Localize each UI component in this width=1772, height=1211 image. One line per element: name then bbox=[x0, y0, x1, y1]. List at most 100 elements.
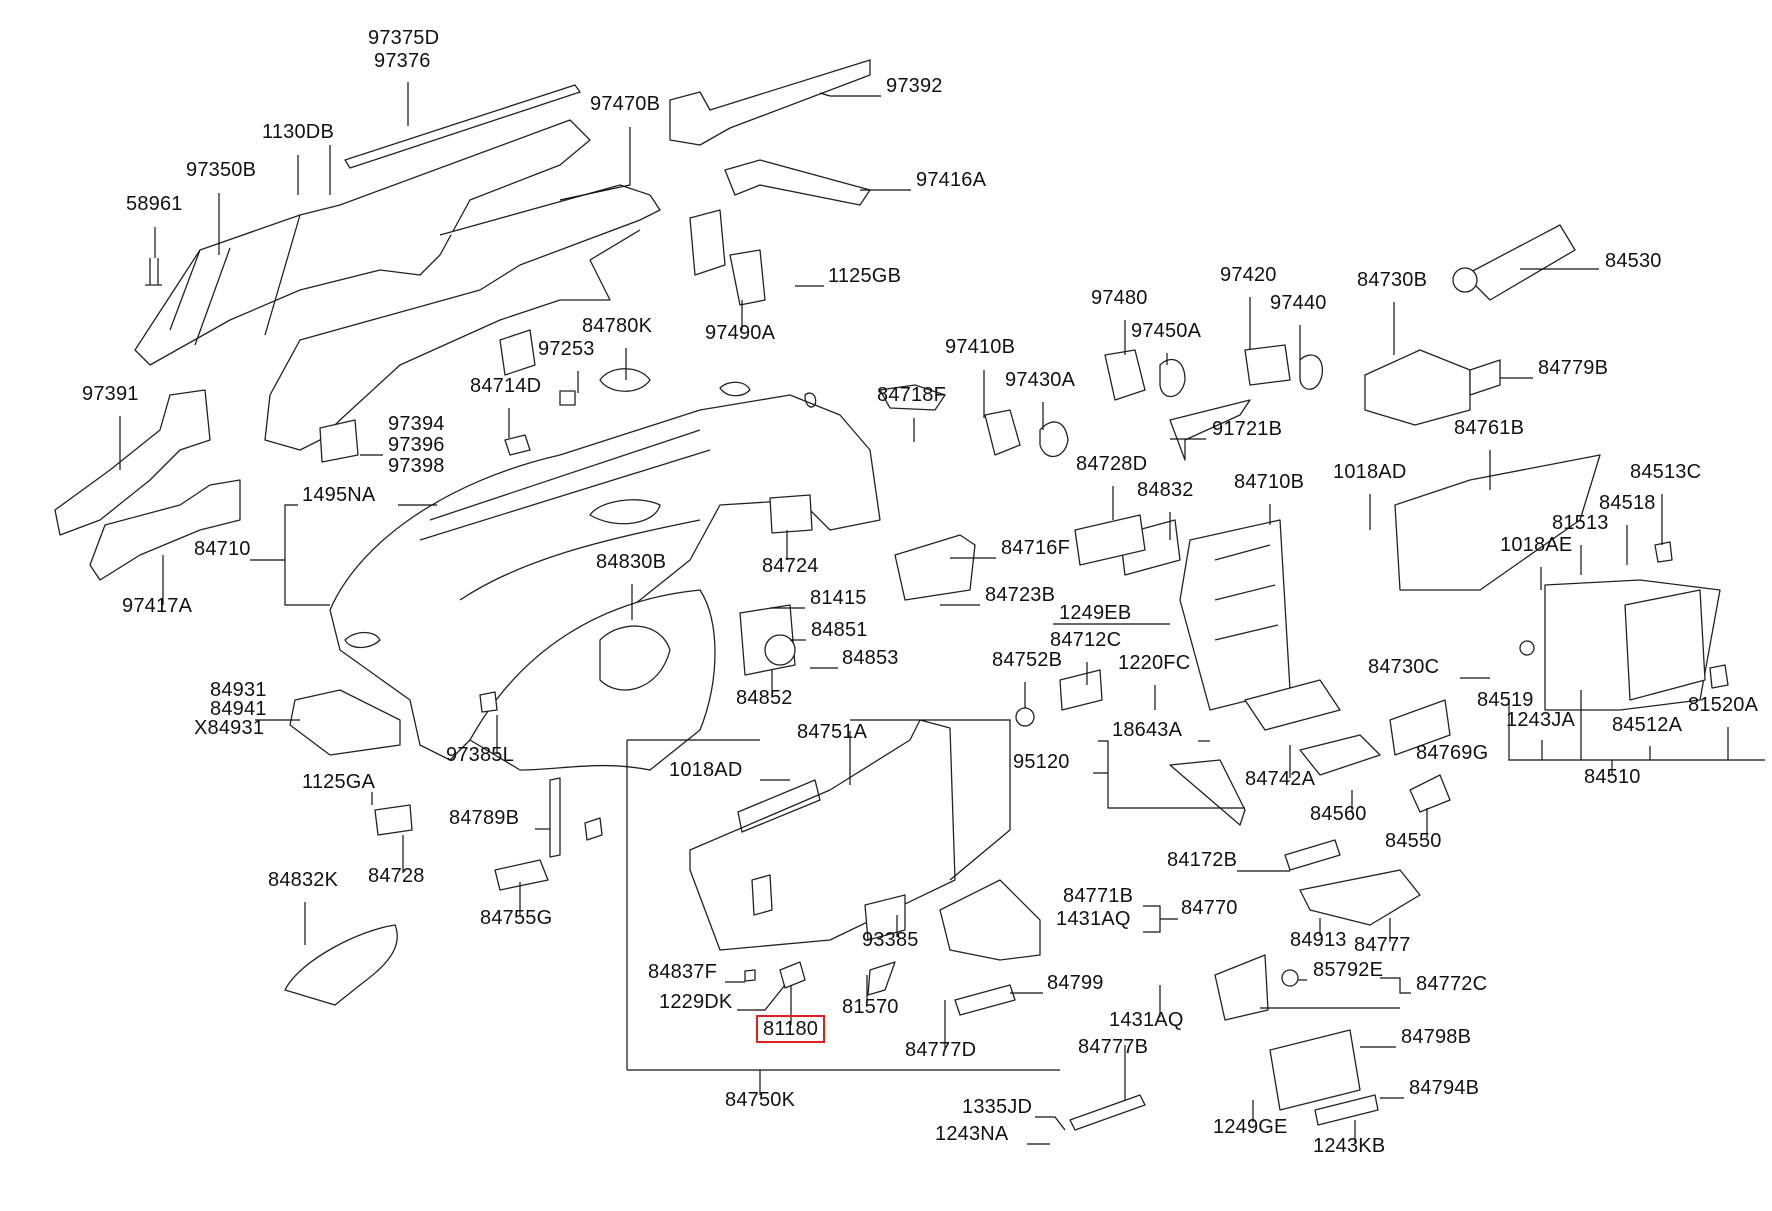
part-label: 84712C bbox=[1050, 629, 1122, 651]
part-label: 58961 bbox=[126, 193, 183, 215]
part-label: 84519 bbox=[1477, 689, 1534, 711]
part-label: 84799 bbox=[1047, 972, 1104, 994]
part-label: 97392 bbox=[886, 75, 943, 97]
part-label: 84512A bbox=[1612, 714, 1683, 736]
part-label: 84751A bbox=[797, 721, 868, 743]
part-label: 84769G bbox=[1416, 742, 1489, 764]
part-label: 97410B bbox=[945, 336, 1016, 358]
part-label: 84510 bbox=[1584, 766, 1641, 788]
part-label: 85792E bbox=[1313, 959, 1384, 981]
part-label: 84832 bbox=[1137, 479, 1194, 501]
part-label: 97430A bbox=[1005, 369, 1076, 391]
part-label: 97450A bbox=[1131, 320, 1202, 342]
part-label: 84723B bbox=[985, 584, 1056, 606]
part-label: 18643A bbox=[1112, 719, 1183, 741]
side-ducts bbox=[54, 59, 871, 581]
part-label: 84780K bbox=[582, 315, 653, 337]
part-label: 81513 bbox=[1552, 512, 1609, 534]
part-label: 84560 bbox=[1310, 803, 1367, 825]
part-label: 97490A bbox=[705, 322, 776, 344]
part-label: 1431AQ bbox=[1056, 908, 1131, 930]
console-parts bbox=[939, 839, 1421, 1131]
part-label: 97420 bbox=[1220, 264, 1277, 286]
part-label: 84728D bbox=[1076, 453, 1148, 475]
part-label: 97396 bbox=[388, 434, 445, 456]
part-label: 84830B bbox=[596, 551, 667, 573]
left-lower-parts bbox=[284, 689, 603, 1006]
part-label: 84710 bbox=[194, 538, 251, 560]
part-label: 97417A bbox=[122, 595, 193, 617]
part-label: 84513C bbox=[1630, 461, 1702, 483]
part-label: 1431AQ bbox=[1109, 1009, 1184, 1031]
part-label: 97440 bbox=[1270, 292, 1327, 314]
cluster-facia bbox=[469, 589, 716, 771]
part-label: 84761B bbox=[1454, 417, 1525, 439]
part-label: 84730C bbox=[1368, 656, 1440, 678]
part-label: 97350B bbox=[186, 159, 257, 181]
part-label: 84794B bbox=[1409, 1077, 1480, 1099]
part-label: 1125GA bbox=[302, 771, 376, 793]
part-label: 97470B bbox=[590, 93, 661, 115]
part-label: 1130DB bbox=[262, 121, 334, 143]
part-label: 93385 bbox=[862, 929, 919, 951]
part-label: 84710B bbox=[1234, 471, 1305, 493]
part-label: 84724 bbox=[762, 555, 819, 577]
part-label: 84789B bbox=[449, 807, 520, 829]
part-label: 84777 bbox=[1354, 934, 1411, 956]
part-label: 84931 bbox=[210, 679, 267, 701]
part-label: 1249EB bbox=[1059, 602, 1132, 624]
part-label: 84172B bbox=[1167, 849, 1238, 871]
part-label: 1220FC bbox=[1118, 652, 1191, 674]
part-label: 97385L bbox=[446, 744, 514, 766]
part-label: 84770 bbox=[1181, 897, 1238, 919]
leader-lines bbox=[119, 82, 1765, 1145]
part-label: 84718F bbox=[877, 384, 947, 406]
part-label: 81520A bbox=[1688, 694, 1759, 716]
highlighted-part-label[interactable]: 81180 bbox=[755, 1015, 826, 1043]
right-upper-parts bbox=[1169, 224, 1576, 461]
part-label: X84931 bbox=[194, 717, 265, 739]
part-label: 1335JD bbox=[962, 1096, 1033, 1118]
part-label: 84742A bbox=[1245, 768, 1316, 790]
part-label: 84750K bbox=[725, 1089, 796, 1111]
lower-panel bbox=[689, 719, 956, 996]
part-label: 84771B bbox=[1063, 885, 1134, 907]
part-label: 84798B bbox=[1401, 1026, 1472, 1048]
small-parts-upper bbox=[739, 344, 1323, 727]
part-label: 97394 bbox=[388, 413, 445, 435]
part-label: 84851 bbox=[811, 619, 868, 641]
part-label: 1243KB bbox=[1313, 1135, 1386, 1157]
part-label: 84832K bbox=[268, 869, 339, 891]
part-label: 81415 bbox=[810, 587, 867, 609]
part-label: 84530 bbox=[1605, 250, 1662, 272]
glove-box bbox=[1389, 454, 1729, 813]
part-label: 97375D bbox=[368, 27, 440, 49]
part-label: 97398 bbox=[388, 455, 445, 477]
part-label: 97480 bbox=[1091, 287, 1148, 309]
part-label: 84730B bbox=[1357, 269, 1428, 291]
part-label: 84714D bbox=[470, 375, 542, 397]
part-label: 84755G bbox=[480, 907, 553, 929]
part-label: 1018AD bbox=[1333, 461, 1407, 483]
part-label: 97391 bbox=[82, 383, 139, 405]
part-label: 1125GB bbox=[828, 265, 902, 287]
part-label: 1018AE bbox=[1500, 534, 1573, 556]
part-label: 84941 bbox=[210, 698, 267, 720]
part-label: 84777B bbox=[1078, 1036, 1149, 1058]
part-label: 84779B bbox=[1538, 357, 1609, 379]
part-label: 95120 bbox=[1013, 751, 1070, 773]
part-label: 97376 bbox=[374, 50, 431, 72]
part-label: 1243NA bbox=[935, 1123, 1009, 1145]
part-label: 97416A bbox=[916, 169, 987, 191]
part-label: 84550 bbox=[1385, 830, 1442, 852]
part-label: 84518 bbox=[1599, 492, 1656, 514]
part-label: 84752B bbox=[992, 649, 1063, 671]
part-label: 1243JA bbox=[1506, 709, 1576, 731]
part-label: 1018AD bbox=[669, 759, 743, 781]
part-label: 1229DK bbox=[659, 991, 733, 1013]
center-facia bbox=[1059, 514, 1381, 826]
part-label: 81570 bbox=[842, 996, 899, 1018]
defroster-duct bbox=[134, 84, 726, 463]
